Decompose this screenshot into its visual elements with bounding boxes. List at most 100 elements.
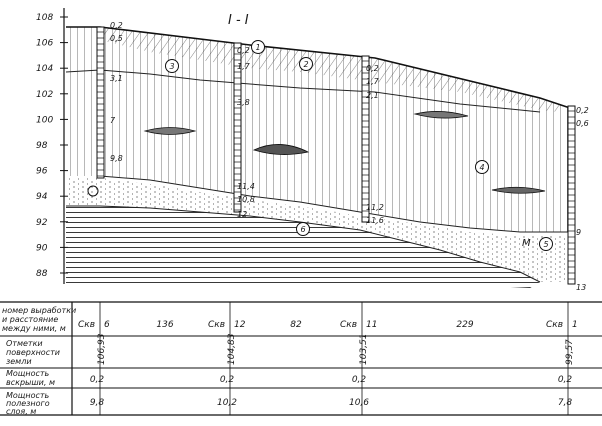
distance-value: 82: [290, 320, 302, 330]
depth-label: 11,4: [237, 182, 255, 191]
scale-label: 106: [36, 39, 53, 49]
layer-sand: [66, 178, 570, 282]
overburden-value: 0,2: [220, 375, 235, 385]
borehole-column: 0,2 1,7 2,1 11,2 11,6: [361, 55, 384, 225]
elevation-scale: 108 106 104 102 100 98 96 94 92 90 88: [36, 8, 68, 284]
depth-label: 9,8: [110, 154, 123, 163]
layer-marker: 5: [539, 237, 553, 251]
scale-label: 100: [36, 115, 53, 125]
layer-marker: 2: [299, 57, 313, 71]
borehole-number: 11: [366, 320, 377, 330]
depth-label: 2,1: [366, 91, 379, 100]
marker-circle: [296, 222, 310, 236]
depth-label: 12: [237, 210, 247, 219]
scale-label: 108: [36, 13, 53, 23]
lens-1: [143, 127, 197, 135]
depth-label: 0,2: [237, 46, 250, 55]
depth-label: 0,2: [576, 106, 589, 115]
borehole-prefix: Скв: [546, 320, 563, 330]
marker-circle: [165, 59, 179, 73]
layer-marker: 1: [251, 40, 265, 54]
marker-circle: [475, 160, 489, 174]
borehole-number: 1: [572, 320, 578, 330]
useful-layer-value: 10,6: [349, 398, 369, 408]
geology-layers: [65, 26, 571, 288]
depth-label: 0,5: [110, 34, 123, 43]
marker-number: 2: [303, 60, 308, 69]
sand-marker-circle: [87, 185, 99, 197]
scale-label: 102: [36, 90, 53, 100]
borehole-column: 0,2 1,7 3,8 11,4 10,8 12: [233, 42, 255, 219]
distance-value: 136: [156, 320, 173, 330]
surface-elevation: 104,83: [227, 333, 237, 365]
marker-number: 1: [255, 43, 260, 52]
layer-surface-soil: [100, 27, 560, 112]
lithology-letter: M: [522, 238, 531, 249]
layer-lower-clay: [66, 206, 540, 288]
depth-label: 11,2: [366, 203, 384, 212]
depth-label: 7: [110, 116, 116, 125]
depth-label: 0,2: [110, 21, 123, 30]
borehole-column: 0,2 0,5 3,1 7 9,8: [96, 21, 123, 179]
boundary-line-1: [65, 69, 541, 113]
boreholes: 0,20,53,179,80,21,73,811,410,8120,21,72,…: [96, 21, 589, 292]
scale-label: 92: [36, 218, 48, 228]
lens-4: [491, 186, 546, 194]
distance-value: 229: [456, 320, 473, 330]
depth-label: 0,6: [576, 119, 589, 128]
depth-label: 11,6: [366, 216, 384, 225]
marker-number: 6: [300, 225, 305, 234]
scale-label: 104: [36, 64, 53, 74]
boundary-line-2: [99, 175, 570, 233]
scale-label: 98: [36, 141, 48, 151]
lens-3: [413, 111, 469, 119]
ground-surface-line: [66, 26, 571, 109]
borehole-column: 0,2 0,6 9 13: [567, 105, 589, 292]
lens-2: [252, 144, 310, 155]
useful-layer-value: 10,2: [217, 398, 237, 408]
overburden-value: 0,2: [558, 375, 573, 385]
scale-label: 88: [36, 269, 48, 279]
depth-label: 1,7: [237, 62, 251, 71]
section-title: I - I: [228, 13, 249, 28]
depth-label: 10,8: [237, 195, 255, 204]
layer-marker: 3: [165, 59, 179, 73]
marker-number: 4: [479, 163, 484, 172]
borehole-number: 6: [104, 320, 110, 330]
depth-label: 1,7: [366, 77, 380, 86]
overburden-value: 0,2: [352, 375, 367, 385]
marker-circle: [299, 57, 313, 71]
depth-label: 0,2: [366, 64, 379, 73]
overburden-value: 0,2: [90, 375, 105, 385]
scale-label: 90: [36, 243, 48, 253]
surface-elevation: 103,51: [359, 334, 369, 366]
borehole-prefix: Скв: [208, 320, 225, 330]
marker-number: 5: [543, 240, 548, 249]
layer-marker: 4: [475, 160, 489, 174]
depth-label: 3,1: [110, 74, 123, 83]
borehole-casing: [233, 42, 242, 213]
layer-marker: 6: [296, 222, 310, 236]
marker-circle: [539, 237, 553, 251]
scale-label: 94: [36, 192, 48, 202]
borehole-number: 12: [234, 320, 246, 330]
depth-label: 3,8: [237, 98, 250, 107]
surface-elevation: 99,57: [565, 339, 575, 365]
borehole-casing: [96, 26, 105, 179]
depth-label: 13: [576, 283, 586, 292]
borehole-prefix: Скв: [78, 320, 95, 330]
useful-layer-value: 7,8: [558, 398, 573, 408]
boundary-line-3: [66, 205, 541, 283]
marker-circle: [251, 40, 265, 54]
useful-layer-value: 9,8: [90, 398, 105, 408]
scale-label: 96: [36, 167, 48, 177]
depth-label: 9: [576, 228, 581, 237]
